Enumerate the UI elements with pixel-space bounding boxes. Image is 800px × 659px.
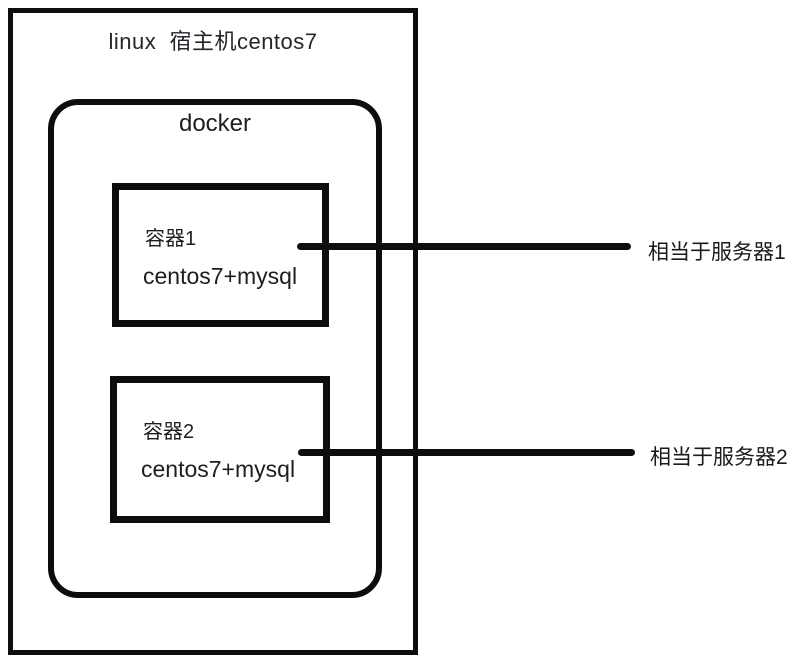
container-1-stack: centos7+mysql bbox=[143, 263, 298, 289]
container-1-name: 容器1 bbox=[145, 228, 197, 250]
container-2-stack: centos7+mysql bbox=[141, 456, 296, 482]
pointer-line-1 bbox=[297, 243, 631, 250]
pointer-line-2 bbox=[298, 449, 635, 456]
server-note-1: 相当于服务器1 bbox=[648, 241, 786, 264]
container-1-box: 容器1 centos7+mysql bbox=[112, 183, 329, 327]
container-2-box: 容器2 centos7+mysql bbox=[110, 376, 330, 523]
container-2-name: 容器2 bbox=[143, 421, 195, 443]
server-note-2: 相当于服务器2 bbox=[650, 446, 788, 469]
host-machine-label: linux 宿主机centos7 bbox=[108, 29, 318, 54]
docker-box bbox=[48, 99, 382, 598]
docker-label: docker bbox=[178, 110, 252, 137]
